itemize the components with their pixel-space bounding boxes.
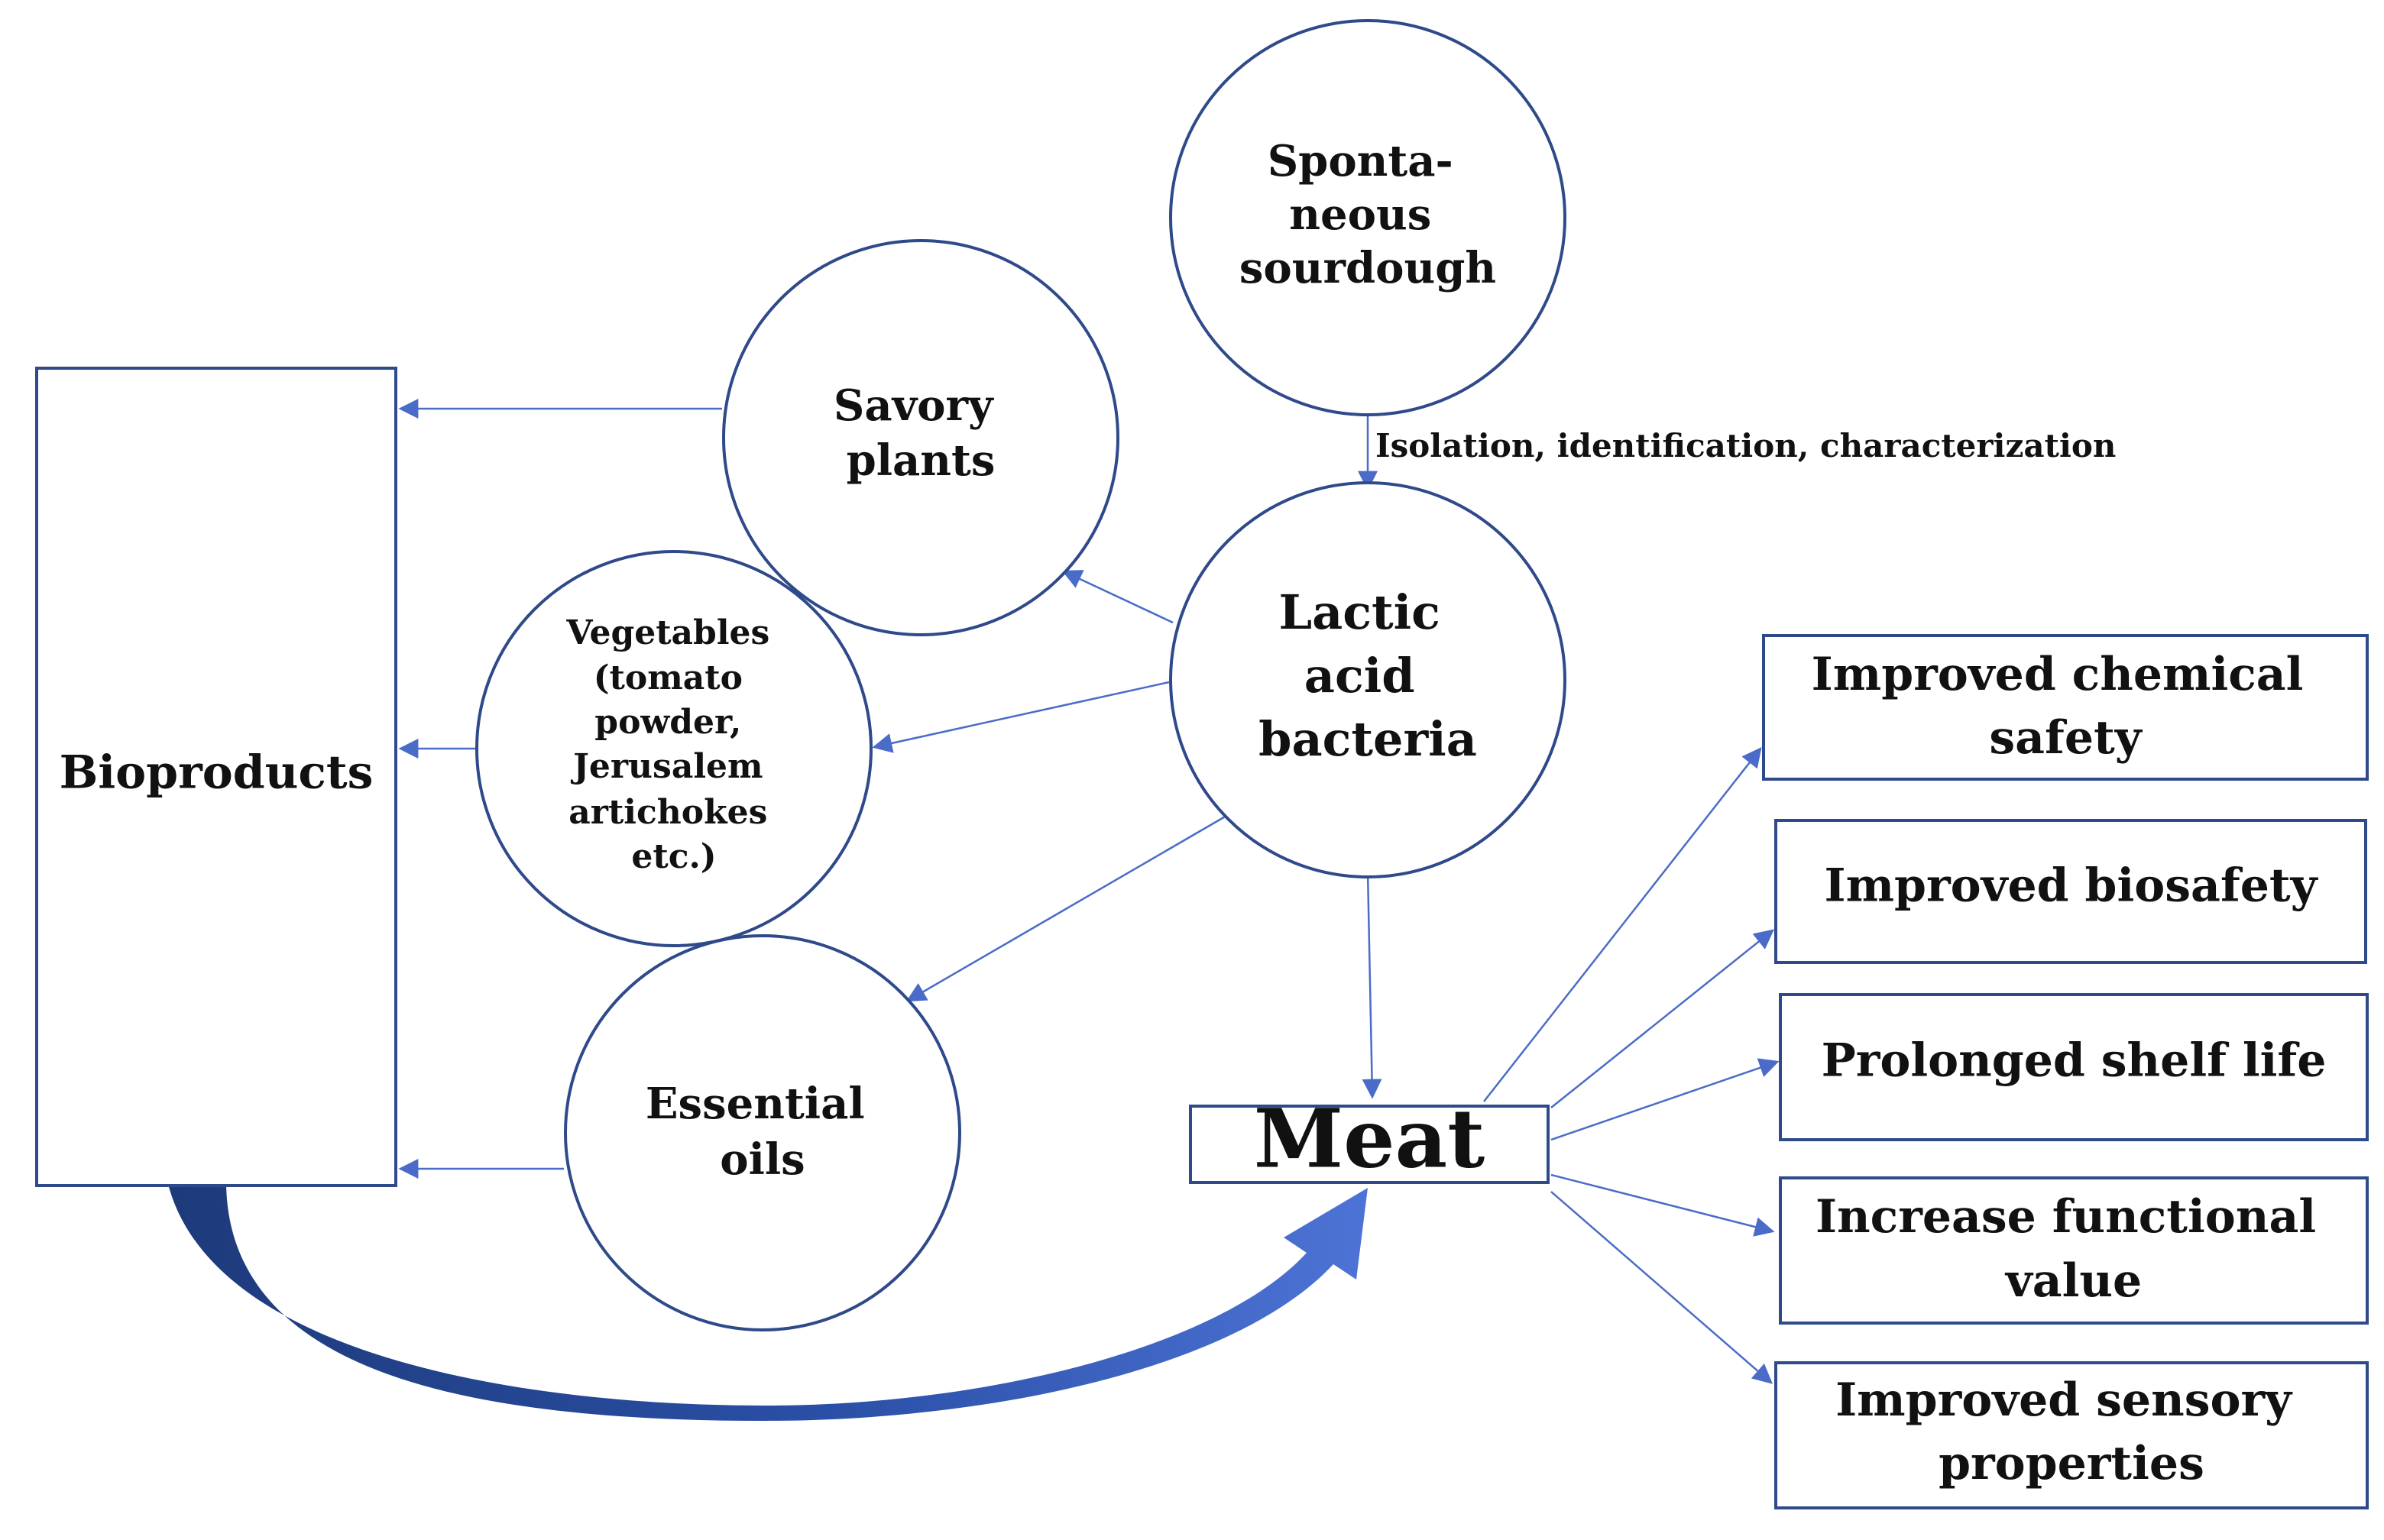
vegetables-label-line-6: etc.) (631, 837, 716, 876)
vegetables-label-line-4: Jerusalem (570, 747, 763, 786)
arrow-lab-to-savory (1061, 570, 1174, 624)
svg-text:Improved chemical safety: Improved chemical safety (1812, 648, 2320, 765)
bioproducts-node: Bioproducts (35, 367, 397, 1187)
sourdough-node: Sponta- neous sourdough (1169, 19, 1566, 416)
lab-label-line-1: Lactic (1278, 584, 1440, 640)
outcome-4-line-1: Increase functional (1816, 1190, 2316, 1244)
outcome-3-line-1: Prolonged shelf life (1822, 1034, 2327, 1088)
svg-text:Vegetables (tomato: Vegetables (tomato powder, Jerusalem art… (565, 613, 781, 876)
sourdough-label-line-1: Sponta- (1268, 136, 1453, 186)
savory-plants-label-line-2: plants (847, 435, 996, 486)
svg-text:Lactic acid bacter: Lactic acid bacteria (1258, 584, 1477, 767)
arrow-lab-to-meat (1362, 870, 1382, 1099)
essential-oils-label-line-2: oils (720, 1134, 805, 1185)
sourdough-label-line-2: neous (1289, 189, 1431, 240)
lab-label-line-2: acid (1304, 648, 1415, 704)
arrow-lab-to-vegetables (872, 681, 1170, 753)
vegetables-label-line-5: artichokes (568, 793, 767, 832)
arrow-meat-to-outcome-4 (1550, 1173, 1775, 1237)
savory-plants-label-line-1: Savory (834, 380, 994, 431)
outcome-5-line-1: Improved sensory (1835, 1373, 2293, 1427)
connectors (398, 399, 1780, 1384)
arrow-lab-to-oils (905, 814, 1227, 1002)
svg-text:Improved sensory propert: Improved sensory properties (1835, 1373, 2308, 1490)
meat-label: Meat (1254, 1091, 1485, 1186)
sourdough-label-line-3: sourdough (1239, 243, 1496, 293)
vegetables-node: Vegetables (tomato powder, Jerusalem art… (475, 550, 873, 947)
outcome-box-4: Increase functional value (1779, 1176, 2369, 1325)
vegetables-label-line-1: Vegetables (565, 613, 769, 652)
svg-text:Savory plants: Savory plants (834, 380, 1008, 486)
vegetables-label-line-3: powder, (594, 703, 741, 742)
outcome-box-1: Improved chemical safety (1762, 634, 2369, 781)
svg-text:Essential oils: Essential oils (646, 1079, 879, 1185)
lab-node: Lactic acid bacteria (1169, 481, 1566, 878)
outcome-1-line-1: Improved chemical (1812, 648, 2304, 701)
svg-text:Increase functional valu: Increase functional value (1816, 1190, 2332, 1308)
outcome-box-3: Prolonged shelf life (1779, 993, 2369, 1141)
bioproducts-label: Bioproducts (60, 746, 374, 800)
arrow-meat-to-outcome-3 (1550, 1058, 1780, 1141)
svg-text:Sponta- neous sour: Sponta- neous sourdough (1239, 136, 1496, 293)
essential-oils-label-line-1: Essential (646, 1079, 865, 1129)
outcome-2-line-1: Improved biosafety (1825, 859, 2319, 913)
outcome-box-5: Improved sensory properties (1774, 1361, 2369, 1509)
outcome-1-line-2: safety (1989, 711, 2143, 765)
arrow-meat-to-outcome-5 (1550, 1191, 1773, 1384)
vegetables-label-line-2: (tomato (594, 658, 743, 697)
lab-label-line-3: bacteria (1258, 711, 1477, 767)
outcome-5-line-2: properties (1939, 1437, 2204, 1490)
essential-oils-node: Essential oils (564, 934, 961, 1331)
arrow-meat-to-outcome-2 (1550, 929, 1775, 1108)
isolation-edge-label: Isolation, identification, characterizat… (1375, 427, 2116, 464)
outcome-4-line-2: value (2004, 1254, 2142, 1308)
arrow-meat-to-outcome-1 (1483, 746, 1762, 1102)
meat-node: Meat (1189, 1091, 1550, 1186)
outcome-box-2: Improved biosafety (1774, 819, 2367, 964)
savory-plants-node: Savory plants (722, 239, 1119, 636)
